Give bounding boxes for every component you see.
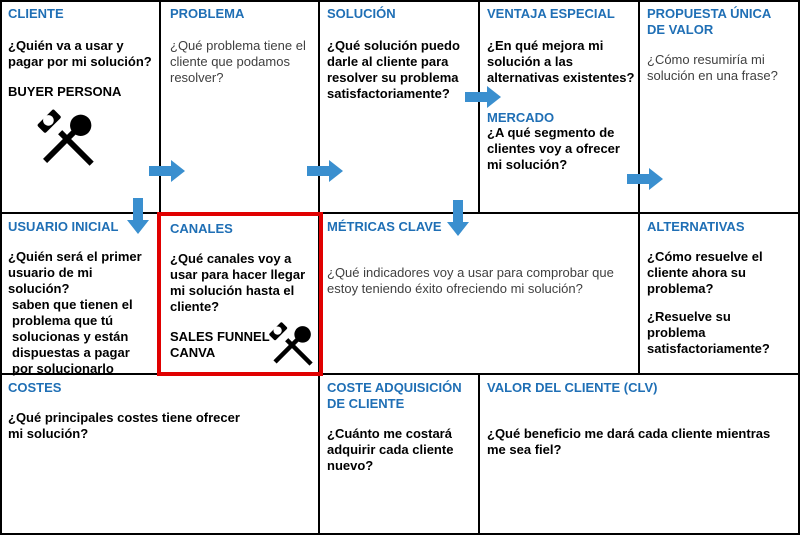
arrow-right-icon	[149, 160, 185, 182]
cell-title: CLIENTE	[8, 6, 64, 21]
arrow-right-icon	[307, 160, 343, 182]
hammer-wrench-icon	[37, 109, 94, 166]
cell-question: ¿Cómo resumiría mi solución en una frase…	[647, 52, 778, 83]
cell-problema: PROBLEMA ¿Qué problema tiene el cliente …	[160, 0, 318, 212]
grid-line	[798, 0, 800, 535]
cell-usuario-inicial: USUARIO INICIAL ¿Quién será el primer us…	[0, 213, 160, 376]
cell-solucion: SOLUCIÓN ¿Qué solución puedo darle al cl…	[319, 0, 478, 212]
cell-title: ALTERNATIVAS	[647, 219, 745, 234]
cell-note: saben que tienen el problema que tú solu…	[12, 297, 133, 376]
grid-line	[0, 212, 800, 214]
canales-highlight-box	[157, 212, 323, 376]
grid-line	[638, 0, 640, 374]
cell-coste-adquisicion: COSTE ADQUISICIÓN DE CLIENTE ¿Cuánto me …	[319, 374, 478, 534]
cell-title: COSTES	[8, 380, 62, 395]
cell-title: PROBLEMA	[170, 6, 245, 21]
cell-valor-cliente: VALOR DEL CLIENTE (CLV) ¿Qué beneficio m…	[479, 374, 799, 534]
cell-metricas-clave: MÉTRICAS CLAVE ¿Qué indicadores voy a us…	[319, 213, 638, 373]
cell-question: ¿En qué mejora mi solución a las alterna…	[487, 38, 635, 85]
cell-title: PROPUESTA ÚNICA DE VALOR	[647, 6, 771, 37]
grid-line	[478, 374, 480, 535]
cell-question: ¿Cuánto me costará adquirir cada cliente…	[327, 426, 454, 473]
arrow-right-icon	[465, 86, 501, 108]
mercado-title: MERCADO	[487, 110, 555, 125]
cell-title: VALOR DEL CLIENTE (CLV)	[487, 380, 658, 395]
cell-canales: CANALES ¿Qué canales voy a usar para hac…	[160, 213, 318, 373]
sales-funnel-label: SALES FUNNEL	[170, 329, 270, 344]
cell-title: CANALES	[170, 221, 233, 236]
grid-line	[478, 0, 480, 213]
cell-question-2: ¿Resuelve su problema satisfactoriamente…	[647, 309, 770, 356]
cell-title: COSTE ADQUISICIÓN DE CLIENTE	[327, 380, 462, 411]
cell-title: MÉTRICAS CLAVE	[327, 219, 442, 234]
cell-ventaja: VENTAJA ESPECIAL ¿En qué mejora mi soluc…	[479, 0, 638, 212]
cell-cliente: CLIENTE ¿Quién va a usar y pagar por mi …	[0, 0, 160, 212]
cell-costes: COSTES ¿Qué principales costes tiene ofr…	[0, 374, 318, 534]
grid-line	[0, 0, 800, 2]
cell-question: ¿Qué solución puedo darle al cliente par…	[327, 38, 460, 101]
cell-question: ¿Qué indicadores voy a usar para comprob…	[327, 265, 614, 296]
grid-line	[159, 0, 161, 374]
mercado-question: ¿A qué segmento de clientes voy a ofrece…	[487, 125, 620, 172]
arrow-down-icon	[127, 198, 149, 234]
grid-line	[0, 533, 800, 535]
cell-question: ¿Qué principales costes tiene ofrecer mi…	[8, 410, 240, 441]
cell-question: ¿Qué canales voy a usar para hacer llega…	[170, 251, 306, 314]
hammer-wrench-icon	[269, 322, 313, 366]
cell-title: VENTAJA ESPECIAL	[487, 6, 615, 21]
cell-question: ¿Cómo resuelve el cliente ahora su probl…	[647, 249, 763, 296]
cell-question: ¿Quién será el primer usuario de mi solu…	[8, 249, 142, 296]
cell-propuesta: PROPUESTA ÚNICA DE VALOR ¿Cómo resumiría…	[639, 0, 799, 212]
arrow-down-icon	[447, 200, 469, 236]
grid-line	[0, 373, 800, 375]
cell-title: SOLUCIÓN	[327, 6, 396, 21]
cell-alternativas: ALTERNATIVAS ¿Cómo resuelve el cliente a…	[639, 213, 799, 373]
cell-question: ¿Qué beneficio me dará cada cliente mien…	[487, 426, 771, 457]
cell-title: USUARIO INICIAL	[8, 219, 119, 234]
canva-label: CANVA	[170, 345, 216, 360]
cell-question: ¿Qué problema tiene el cliente que podam…	[170, 38, 306, 85]
buyer-persona-label: BUYER PERSONA	[8, 84, 122, 99]
cell-question: ¿Quién va a usar y pagar por mi solución…	[8, 38, 152, 69]
grid-line	[0, 0, 2, 535]
arrow-right-icon	[627, 168, 663, 190]
